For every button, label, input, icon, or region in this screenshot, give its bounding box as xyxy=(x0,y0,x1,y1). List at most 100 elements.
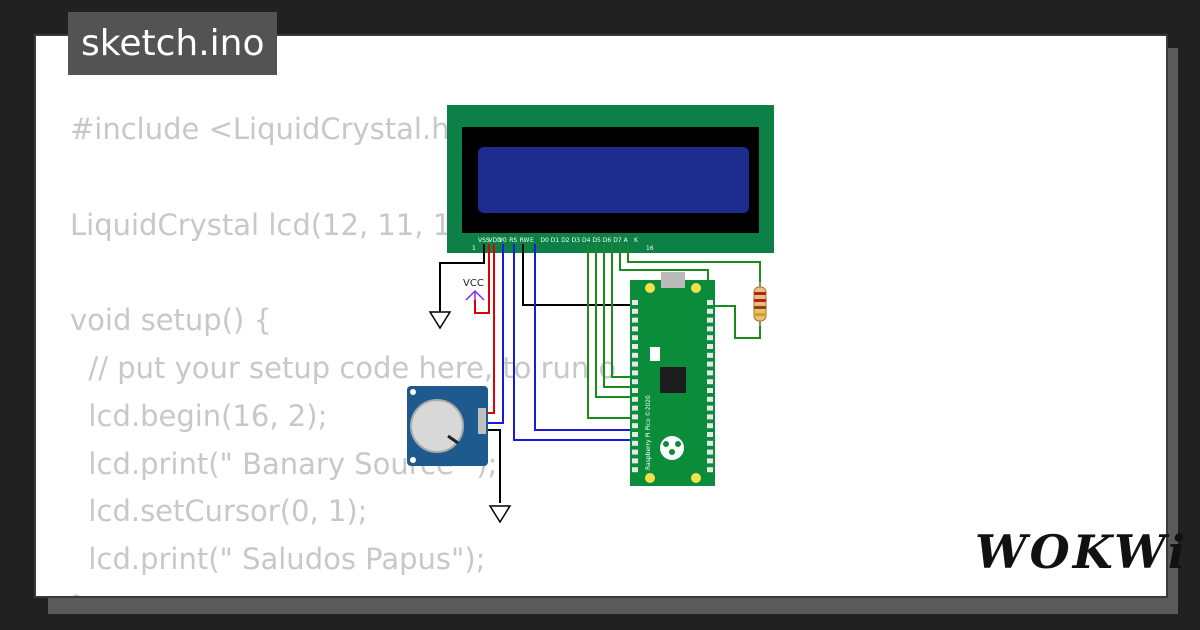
lcd-pin-label: E xyxy=(530,237,534,244)
lcd-pin-label: D6 xyxy=(603,237,612,244)
wokwi-brand-logo: WOKWi xyxy=(975,525,1189,579)
lcd-pin-last: 16 xyxy=(646,245,654,252)
pico-header-pin[interactable] xyxy=(707,352,713,358)
lcd-pin-label: D4 xyxy=(582,237,591,244)
pico-header-pin[interactable] xyxy=(632,449,638,455)
rp2040-chip xyxy=(660,367,686,393)
lcd-pin-label: VSS xyxy=(478,237,490,244)
vcc-symbol: VCC xyxy=(463,278,485,301)
lcd-pin-label: V0 xyxy=(499,237,507,244)
wire-pot-gnd xyxy=(486,429,501,503)
wire-d4 xyxy=(587,244,637,419)
lcd-pin-label: D1 xyxy=(551,237,560,244)
lcd-pin-label: K xyxy=(634,237,639,244)
code-line: void setup() { xyxy=(70,303,272,338)
wire-resistor-gnd xyxy=(708,305,761,339)
pico-header-pin[interactable] xyxy=(632,458,638,464)
pico-header-pin[interactable] xyxy=(707,388,713,393)
pico-pins-right xyxy=(707,300,713,473)
wire-d6 xyxy=(603,244,637,388)
pico-header-pin[interactable] xyxy=(707,326,713,332)
wire-k xyxy=(627,244,761,282)
lcd-pin-label: VDD xyxy=(488,237,502,244)
lcd-pin-label: RS xyxy=(509,237,517,244)
resistor-icon[interactable] xyxy=(753,282,767,326)
wire-rw xyxy=(522,244,630,306)
lcd-pin-label: D0 xyxy=(540,237,549,244)
pico-header-pin[interactable] xyxy=(707,361,713,367)
pico-silk-text: Raspberry Pi Pico ©2020 xyxy=(645,395,652,470)
wire-v0-pot xyxy=(486,244,495,414)
ground-symbol-1 xyxy=(428,311,452,330)
code-line: // put your setup code here, to run o xyxy=(70,350,617,385)
pico-header-pin[interactable] xyxy=(707,300,713,305)
wire-vdd-vcc xyxy=(474,244,490,314)
code-line: LiquidCrystal lcd(12, 11, 1 xyxy=(70,207,452,242)
raspberry-logo-icon xyxy=(660,436,684,460)
pico-header-pin[interactable] xyxy=(632,405,638,411)
potentiometer-knob-icon xyxy=(410,399,464,453)
pico-header-pin[interactable] xyxy=(707,344,713,349)
potentiometer[interactable] xyxy=(407,386,488,466)
ground-symbol-2 xyxy=(488,505,512,524)
code-line: lcd.begin(16, 2); xyxy=(70,398,328,433)
lcd-pin-label: D3 xyxy=(572,237,581,244)
code-line: lcd.setCursor(0, 1); xyxy=(70,494,368,529)
lcd-pin-label: RW xyxy=(520,237,530,244)
pico-header-pin[interactable] xyxy=(632,335,638,341)
pico-header-pin[interactable] xyxy=(707,423,713,429)
lcd-pin-label: D5 xyxy=(592,237,601,244)
wire-d7 xyxy=(611,244,637,378)
pico-header-pin[interactable] xyxy=(707,414,713,420)
file-tab-title: sketch.ino xyxy=(68,12,278,75)
pico-header-pin[interactable] xyxy=(707,458,713,464)
code-line: lcd.print(" Saludos Papus"); xyxy=(70,542,486,577)
pico-header-pin[interactable] xyxy=(707,308,713,314)
pico-header-pin[interactable] xyxy=(632,361,638,367)
lcd-pin-label: A xyxy=(624,237,629,244)
pico-header-pin[interactable] xyxy=(632,300,638,305)
pico-header-pin[interactable] xyxy=(707,467,713,473)
lcd-screen xyxy=(478,147,749,213)
pico-header-pin[interactable] xyxy=(632,379,638,385)
pico-header-pin[interactable] xyxy=(632,440,638,446)
lcd-pin-first: 1 xyxy=(472,245,476,252)
pico-header-pin[interactable] xyxy=(632,317,638,323)
pico-header-pin[interactable] xyxy=(707,449,713,455)
usb-port xyxy=(661,272,685,288)
wires xyxy=(439,244,761,503)
pico-header-pin[interactable] xyxy=(707,335,713,341)
pico-header-pin[interactable] xyxy=(632,432,638,437)
code-line: #include <LiquidCrystal.h xyxy=(70,112,450,146)
lcd-pin-label: D2 xyxy=(561,237,570,244)
wire-rs xyxy=(486,244,504,424)
pico-header-pin[interactable] xyxy=(632,326,638,332)
pico-header-pin[interactable] xyxy=(707,405,713,411)
code-line: } xyxy=(70,584,616,596)
pico-pins-left xyxy=(632,300,638,473)
pico-header-pin[interactable] xyxy=(707,370,713,376)
pico-header-pin[interactable] xyxy=(632,344,638,349)
vcc-label: VCC xyxy=(463,278,484,289)
pico-header-pin[interactable] xyxy=(707,432,713,437)
pico-header-pin[interactable] xyxy=(632,388,638,393)
wire-d5 xyxy=(595,244,637,398)
pico-header-pin[interactable] xyxy=(632,414,638,420)
pico-header-pin[interactable] xyxy=(707,317,713,323)
pico-header-pin[interactable] xyxy=(632,423,638,429)
raspberry-pi-pico[interactable]: Raspberry Pi Pico ©2020 xyxy=(630,272,715,486)
wire-vss-gnd xyxy=(439,244,485,312)
pico-header-pin[interactable] xyxy=(707,396,713,402)
pico-header-pin[interactable] xyxy=(707,379,713,385)
pico-header-pin[interactable] xyxy=(632,467,638,473)
pico-header-pin[interactable] xyxy=(707,440,713,446)
pico-header-pin[interactable] xyxy=(632,308,638,314)
wire-e xyxy=(534,244,637,431)
pico-header-pin[interactable] xyxy=(632,370,638,376)
pico-header-pin[interactable] xyxy=(632,396,638,402)
pico-header-pin[interactable] xyxy=(632,352,638,358)
